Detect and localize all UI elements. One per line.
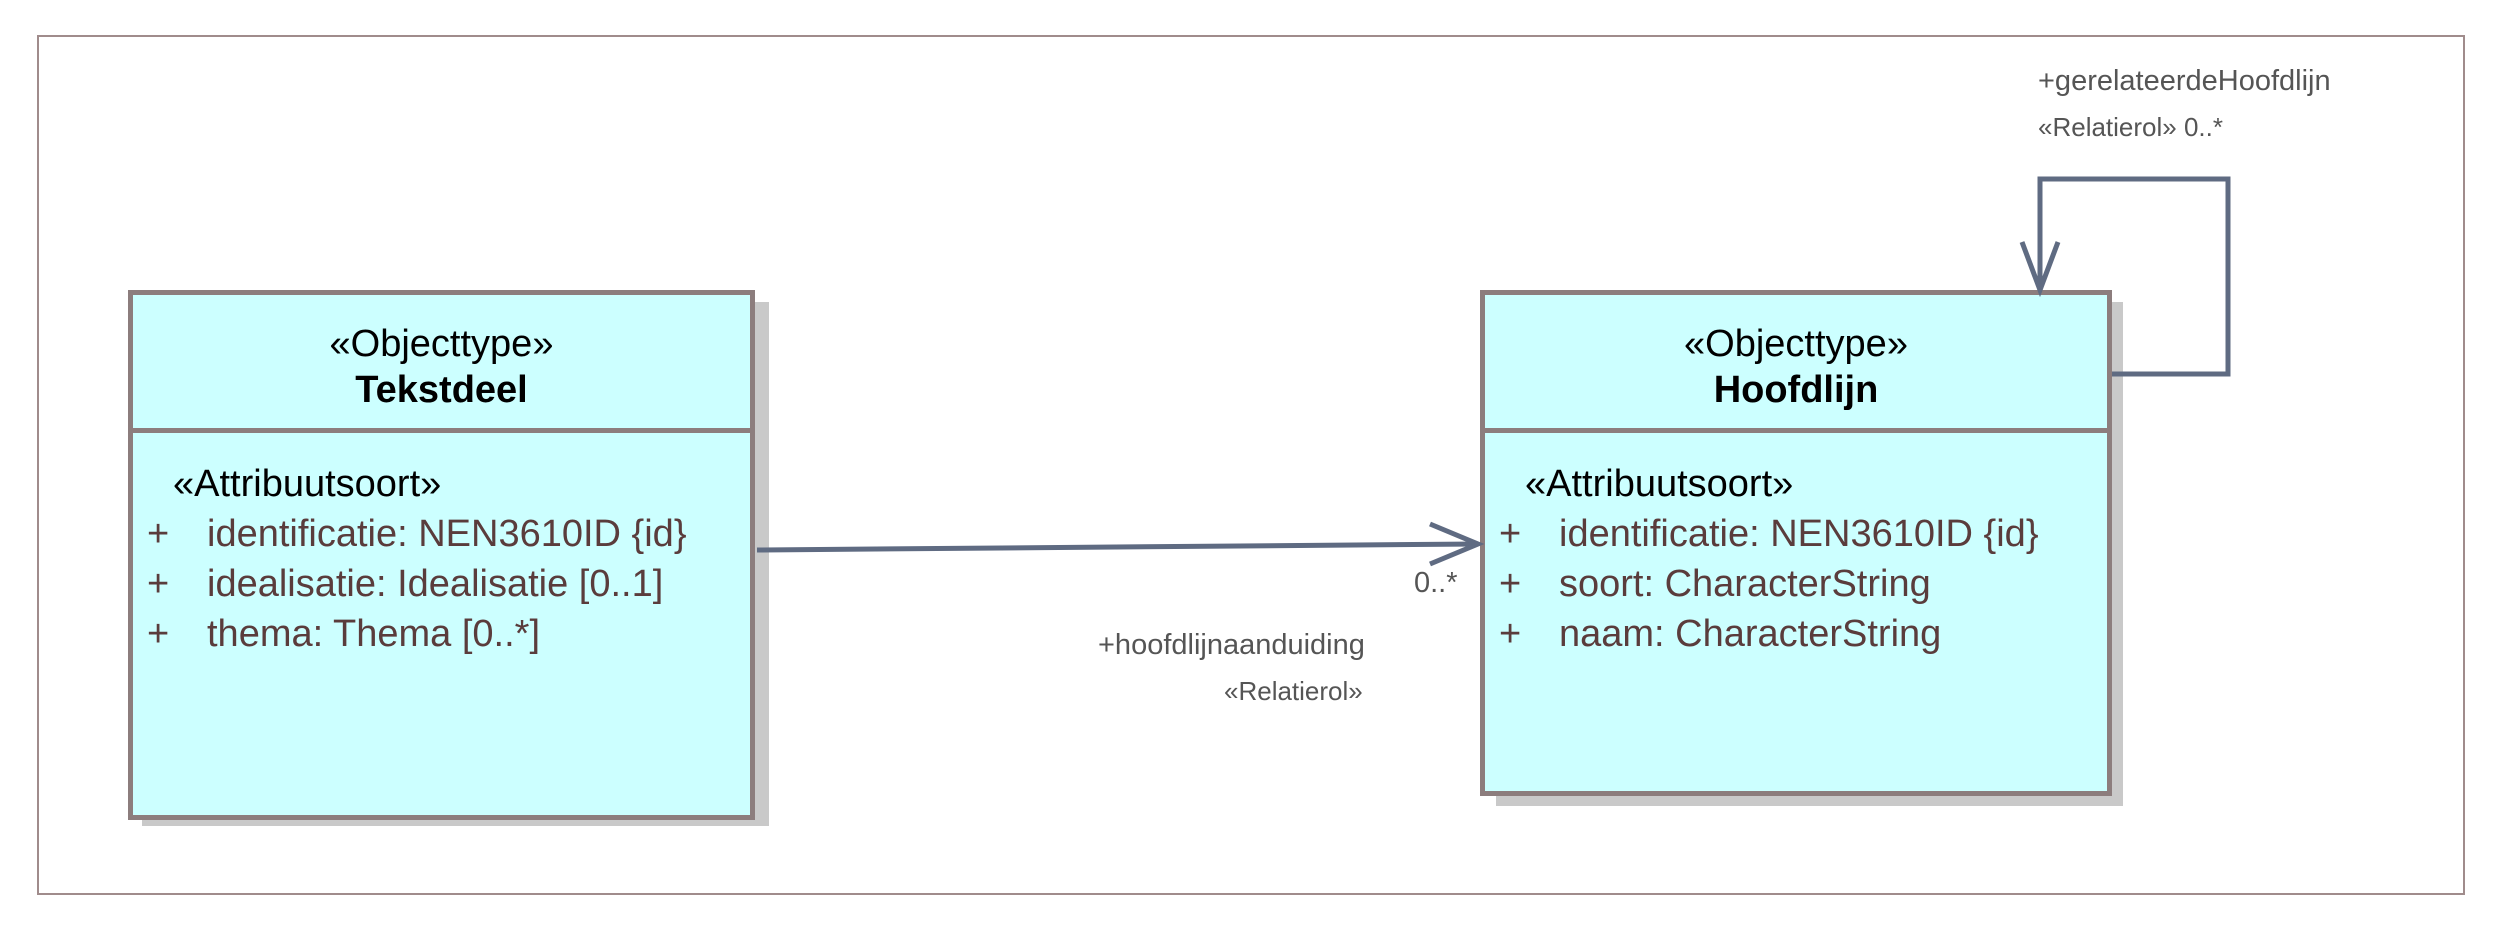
attribute-row: + naam: CharacterString — [1485, 609, 2107, 659]
visibility-marker: + — [1499, 513, 1522, 555]
visibility-marker: + — [1499, 613, 1522, 655]
attribute-row: + soort: CharacterString — [1485, 559, 2107, 609]
attribute-row: + idealisatie: Idealisatie [0..1] — [133, 559, 750, 609]
attribute-compartment: «Attribuutsoort» + identificatie: NEN361… — [133, 433, 750, 659]
arrowhead-open — [2019, 241, 2061, 298]
association-line-hoofdlijnaanduiding[interactable] — [756, 541, 1479, 553]
class-name: Tekstdeel — [355, 369, 528, 411]
class-stereotype: «Objecttype» — [329, 323, 554, 365]
attribute-text: naam: CharacterString — [1559, 613, 1942, 655]
attribute-row: + identificatie: NEN3610ID {id} — [133, 509, 750, 559]
visibility-marker: + — [147, 513, 170, 555]
class-name: Hoofdlijn — [1713, 369, 1879, 411]
class-header: «Objecttype» Tekstdeel — [133, 295, 750, 433]
diagram-frame — [37, 35, 2465, 895]
attribute-text: idealisatie: Idealisatie [0..1] — [207, 563, 664, 605]
attribute-row: + thema: Thema [0..*] — [133, 609, 750, 659]
visibility-marker: + — [147, 563, 170, 605]
arrowhead-open — [1429, 521, 1485, 567]
class-header: «Objecttype» Hoofdlijn — [1485, 295, 2107, 433]
attribute-text: identificatie: NEN3610ID {id} — [1559, 513, 2039, 555]
visibility-marker: + — [147, 613, 170, 655]
visibility-marker: + — [1499, 563, 1522, 605]
attribute-text: thema: Thema [0..*] — [207, 613, 541, 655]
role-label: +hoofdlijnaanduiding — [1098, 629, 1365, 661]
class-hoofdlijn[interactable]: «Objecttype» Hoofdlijn «Attribuutsoort» … — [1480, 290, 2112, 796]
class-tekstdeel[interactable]: «Objecttype» Tekstdeel «Attribuutsoort» … — [128, 290, 755, 820]
attribute-text: identificatie: NEN3610ID {id} — [207, 513, 687, 555]
class-stereotype: «Objecttype» — [1684, 323, 1908, 365]
association-line-self[interactable] — [2037, 176, 2231, 377]
attribute-stereotype: «Attribuutsoort» — [173, 463, 442, 505]
attribute-row: + identificatie: NEN3610ID {id} — [1485, 509, 2107, 559]
attribute-compartment: «Attribuutsoort» + identificatie: NEN361… — [1485, 433, 2107, 659]
attribute-text: soort: CharacterString — [1559, 563, 1931, 605]
attribute-stereotype: «Attribuutsoort» — [1525, 463, 1794, 505]
multiplicity-label: 0..* — [1414, 567, 1458, 599]
role-stereotype-label: «Relatierol» — [1224, 676, 1363, 706]
role-label: +gerelateerdeHoofdlijn — [2038, 65, 2331, 97]
role-stereotype-label: «Relatierol» 0..* — [2038, 112, 2223, 142]
